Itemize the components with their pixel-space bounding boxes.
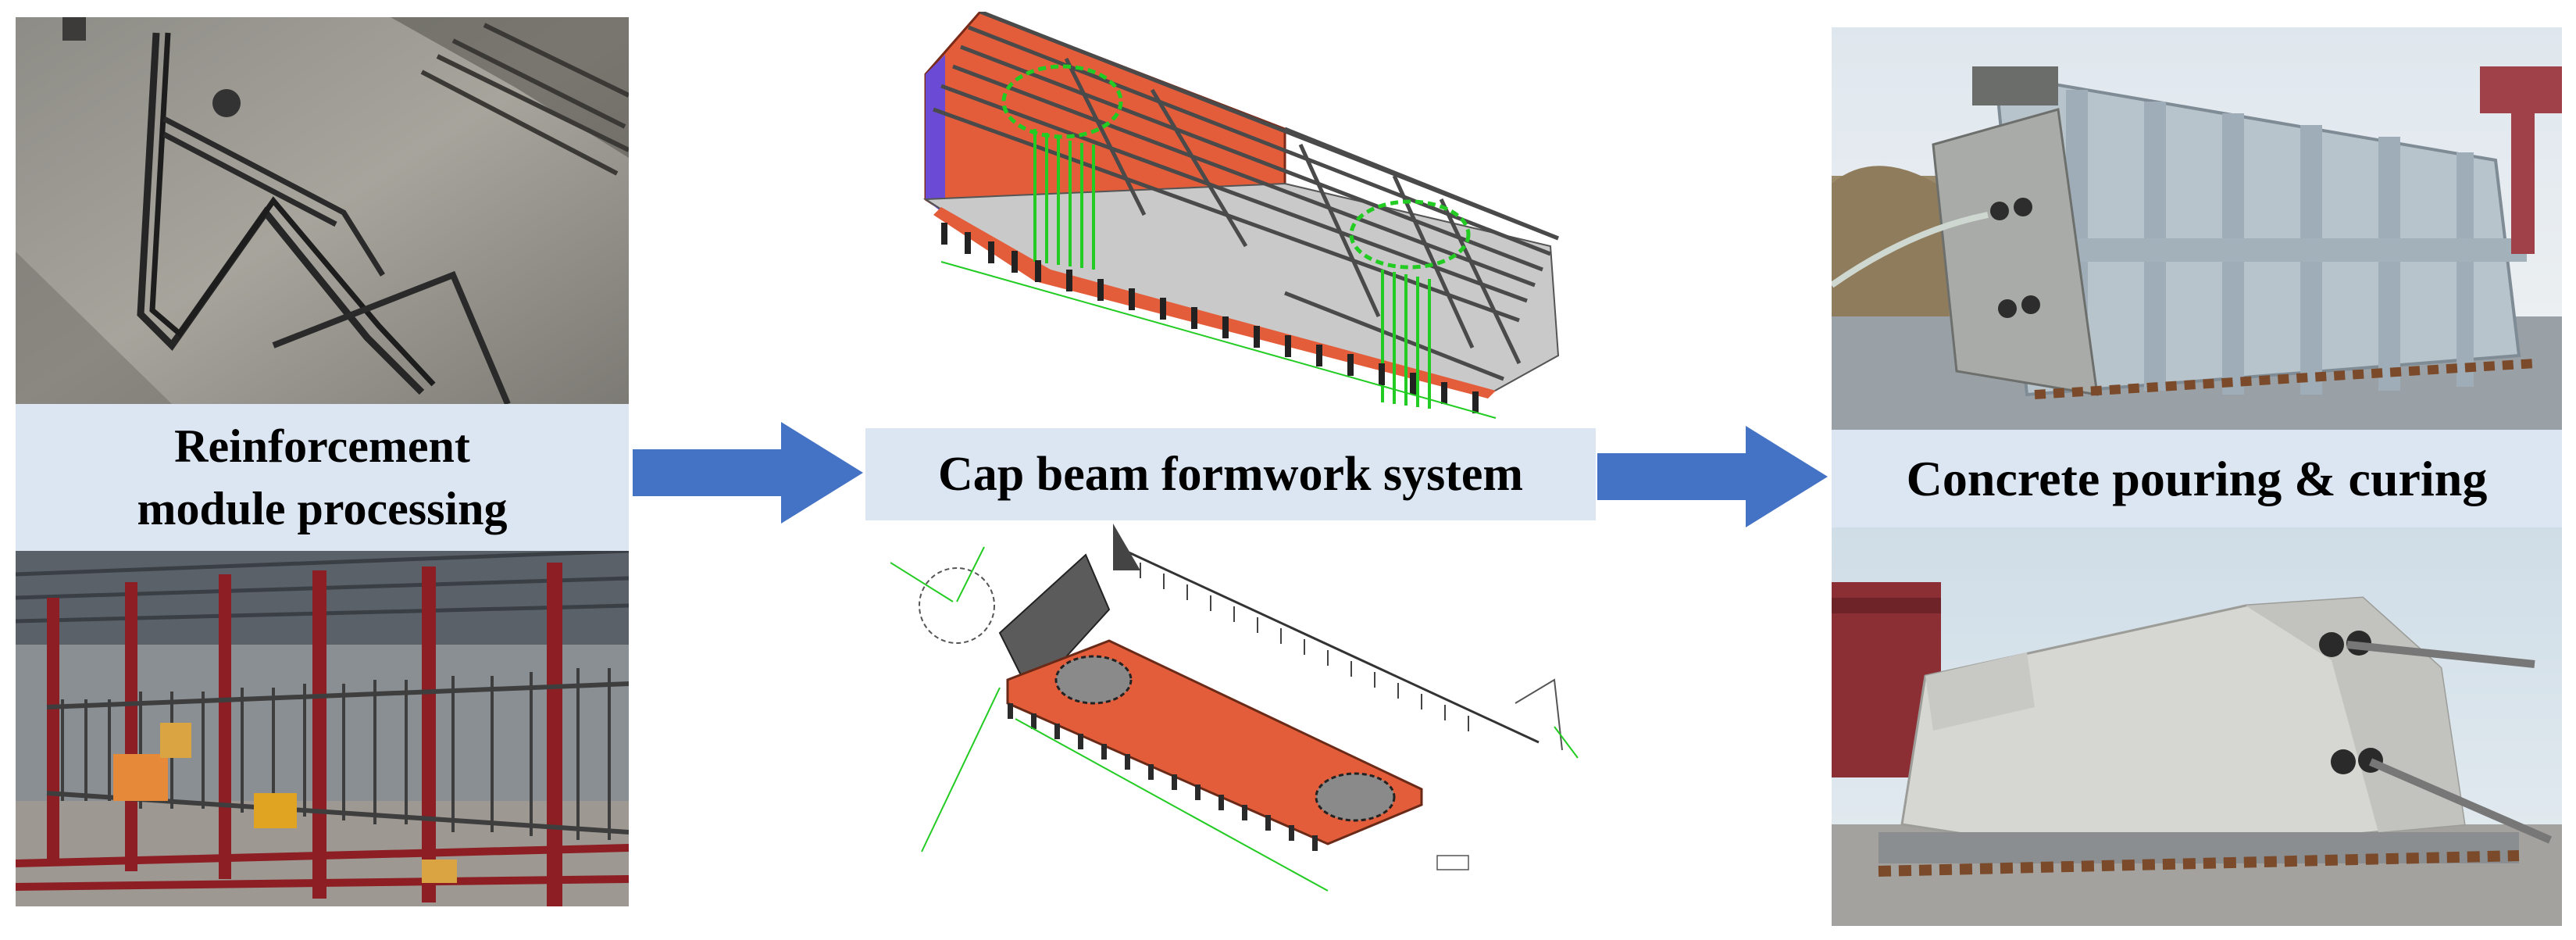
rebar-bending-photo	[16, 17, 629, 404]
stage-2-label-line-1: Cap beam formwork system	[937, 447, 1524, 501]
stage-3-label-line-1: Concrete pouring & curing	[1906, 450, 2488, 506]
formwork-3d-model-drawing	[894, 12, 1597, 426]
stage-1-label-line-2: module processing	[137, 483, 508, 534]
rebar-cage-workshop-photo	[16, 551, 629, 906]
cured-concrete-capbeam-photo	[1832, 527, 2562, 926]
stage-3-label: Concrete pouring & curing	[1832, 430, 2562, 527]
flow-arrow-2	[1597, 426, 1828, 527]
flow-arrow-1	[633, 422, 863, 524]
stage-1-label: Reinforcement module processing	[16, 404, 629, 551]
formwork-exploded-drawing	[890, 524, 1593, 910]
stage-2-label: Cap beam formwork system	[865, 428, 1596, 520]
stage-1-label-line-1: Reinforcement	[174, 420, 470, 472]
concrete-pouring-photo	[1832, 27, 2562, 430]
